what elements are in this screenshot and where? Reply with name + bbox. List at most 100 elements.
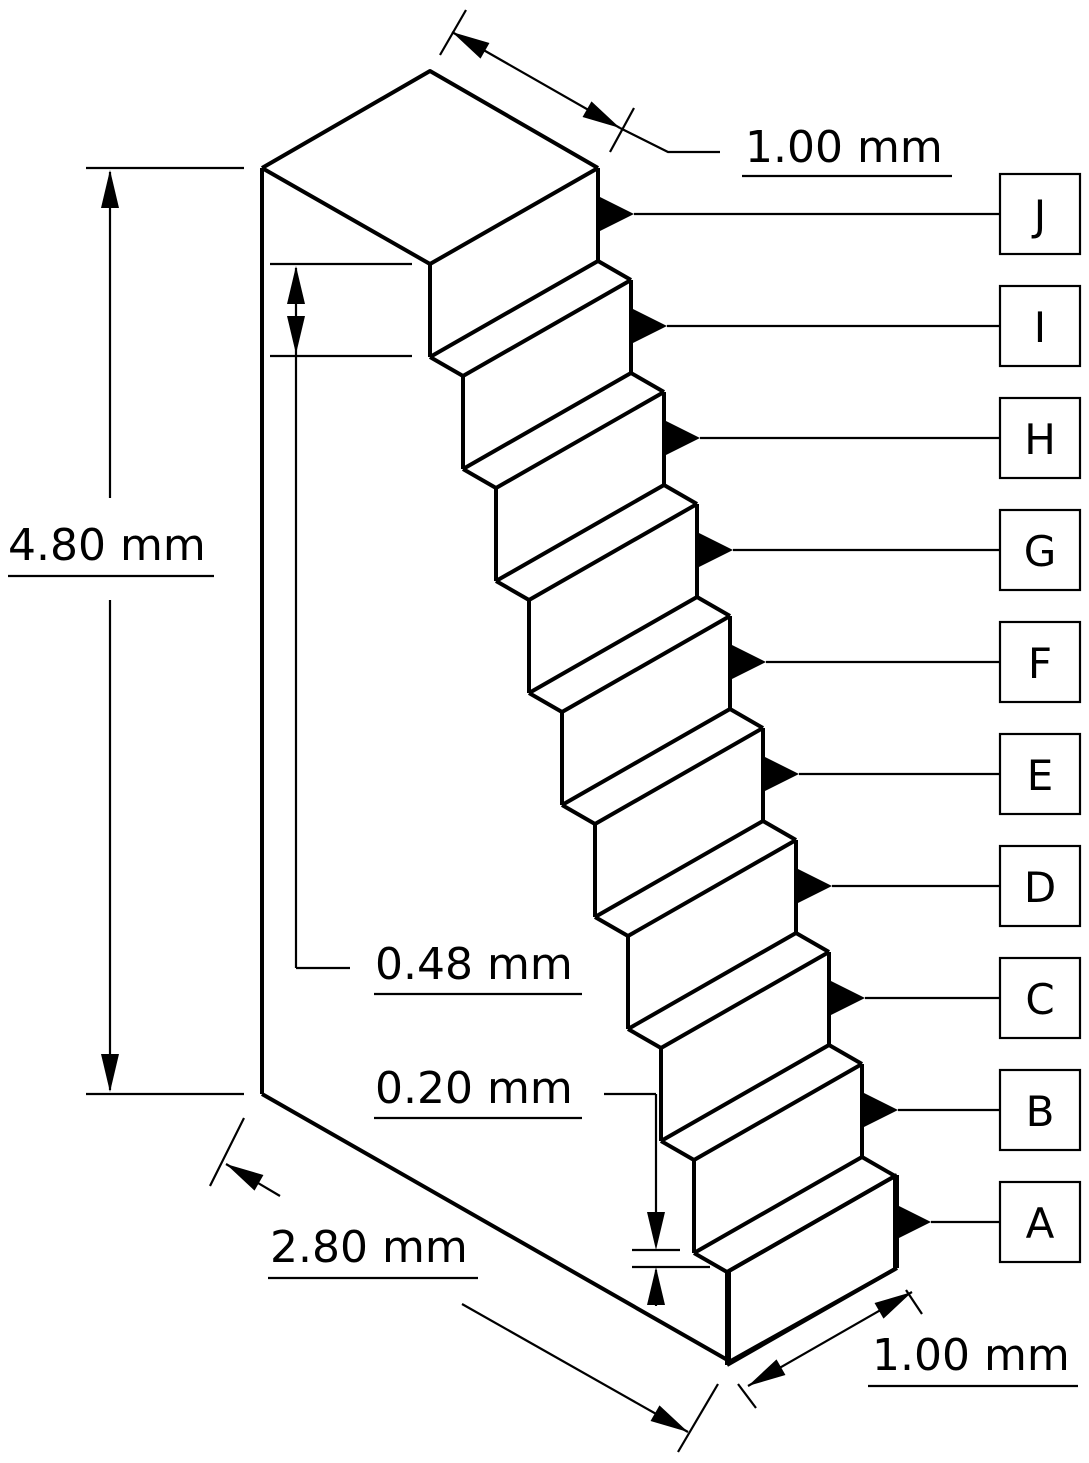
ext-line [737,1383,757,1409]
step-label-text: H [1024,415,1056,464]
step-tread-left-edge [627,1027,662,1050]
step-label-text: F [1028,639,1052,688]
step-label-text: A [1026,1199,1055,1248]
step-riser-bottom-edge [627,931,797,1031]
step-tread-right-edge [828,1043,863,1066]
step-label-box [998,844,1082,928]
block-outline [260,69,899,1367]
dim-leader [619,127,720,154]
step-label-box [998,620,1082,704]
dim-arrow [874,1292,912,1319]
step-tread-front-edge [528,502,698,602]
step-label-box [998,172,1082,256]
dim-arrow [650,1405,688,1432]
step-tread-left-edge [462,467,497,490]
step-tread-right-edge [729,707,764,730]
step-pointer-arrow [798,869,832,903]
step-tread-front-edge [627,838,797,938]
step-tread-front-edge [660,950,830,1050]
step-riser-bottom-edge [561,707,731,807]
step-label-text: E [1027,751,1054,800]
dim-arrow [647,1212,665,1250]
step-tread-left-edge [693,1251,728,1274]
step-tread-right-edge [696,595,731,618]
step-pointer-arrow [897,1205,931,1239]
step-label-box [998,956,1082,1040]
dim-arrow [582,101,620,128]
step-tread-left-edge [561,803,596,826]
base-bottom-front-edge [728,1266,898,1364]
step-label-text: J [1031,191,1046,240]
dimension-arrows [101,32,931,1432]
step-pointer-arrow [765,757,799,791]
top-face-back-edge [260,69,600,170]
step-tread-right-edge [630,371,665,394]
ext-line [209,1117,245,1187]
dim-arrow [452,32,490,59]
step-height-dimension: 0.48 mm [375,939,573,990]
dim-arrow [101,1054,119,1092]
step-tread-right-edge [861,1155,896,1178]
step-label-text: B [1026,1087,1055,1136]
step-tread-front-edge [462,278,632,378]
step-label-box [998,284,1082,368]
step-riser-bottom-edge [693,1155,863,1255]
step-label-box [998,396,1082,480]
step-tread-right-edge [762,819,797,842]
step-pointer-arrow [732,645,766,679]
dim-arrow [226,1164,264,1191]
dim-line [461,1303,689,1433]
step-tread-front-edge [495,390,665,490]
base-length-dimension: 2.80 mm [270,1222,468,1273]
step-label-box [998,732,1082,816]
step-pointer-arrow [633,309,667,343]
dim-arrow [748,1359,786,1386]
step-riser-bottom-edge [462,371,632,471]
step-tread-front-edge [693,1062,863,1162]
step-pointer-arrow [666,421,700,455]
step-riser-bottom-edge [429,259,599,359]
step-tread-left-edge [495,579,530,602]
step-tread-right-edge [597,259,632,282]
step-label-text: I [1034,303,1046,352]
total-height-dimension: 4.80 mm [8,520,206,571]
step-pointer-arrow [831,981,865,1015]
step-pointer-arrow [600,197,634,231]
bottom-depth-dimension: 1.00 mm [872,1330,1070,1381]
step-label-box [998,1180,1082,1264]
step-tread-front-edge [594,726,764,826]
step-tread-left-edge [594,915,629,938]
step-tread-front-edge [561,614,731,714]
ext-line [677,1383,719,1453]
step-label-text: G [1024,527,1057,576]
base-front-top-edge [728,1173,898,1273]
top-depth-dimension: 1.00 mm [745,122,943,173]
step-tread-right-edge [795,931,830,954]
dim-arrow [101,170,119,208]
step-label-text: D [1024,863,1056,912]
step-pointer-arrow [864,1093,898,1127]
top-face-left-edge [261,166,431,266]
step-labels: J I H G F E D C B A [998,172,1082,1264]
step-pointer-arrow [699,533,733,567]
base-edge [261,1092,732,1364]
step-label-box [998,1068,1082,1152]
dimension-lines [8,9,1078,1453]
step-riser-bottom-edge [528,595,698,695]
step-offset-dimension: 0.20 mm [375,1063,573,1114]
step-label-text: C [1025,975,1054,1024]
dim-arrow [287,316,305,354]
step-tread-left-edge [528,691,563,714]
step-riser-bottom-edge [660,1043,830,1143]
dim-arrow [287,266,305,304]
step-label-box [998,508,1082,592]
step-tread-left-edge [429,355,464,378]
dim-arrow [647,1267,665,1305]
step-tread-right-edge [663,483,698,506]
step-tread-left-edge [660,1139,695,1162]
step-tread-front-edge [429,166,599,266]
step-riser-bottom-edge [594,819,764,919]
step-riser-bottom-edge [495,483,665,583]
